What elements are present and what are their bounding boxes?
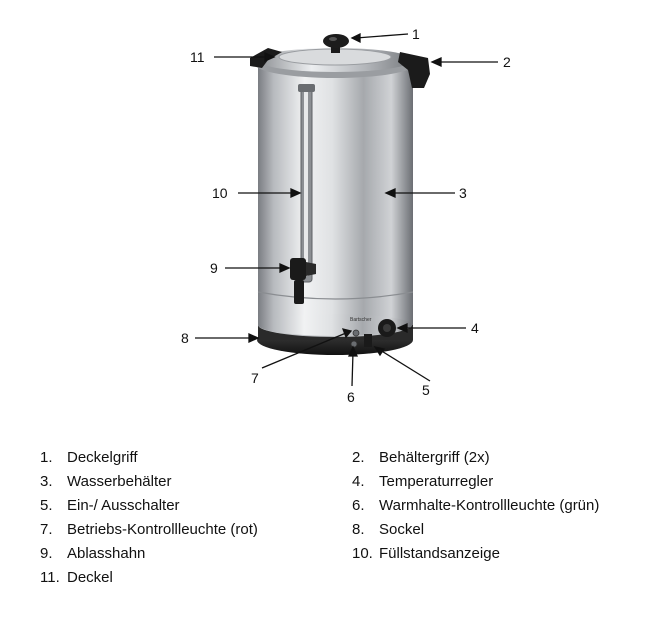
- legend-item: 2.Behältergriff (2x): [352, 449, 490, 466]
- callout-7: 7: [251, 370, 259, 386]
- control-panel: Bartscher: [350, 317, 396, 348]
- callout-5: 5: [422, 382, 430, 398]
- callout-1: 1: [412, 26, 420, 42]
- callout-11: 11: [190, 49, 205, 65]
- water-boiler-diagram: Bartscher 1 2 3 4 5 6 7 8 9: [181, 26, 511, 405]
- brand-badge: Bartscher: [350, 317, 372, 323]
- legend-item: 3.Wasserbehälter: [40, 473, 172, 490]
- water-tank: [257, 62, 414, 336]
- callout-3: 3: [459, 185, 467, 201]
- leader-lines: [195, 32, 498, 387]
- legend-item: 9.Ablasshahn: [40, 545, 146, 562]
- callout-9: 9: [210, 260, 218, 276]
- callout-8: 8: [181, 330, 189, 346]
- keep-warm-lamp-green: [350, 340, 358, 348]
- level-gauge: [298, 84, 315, 283]
- callout-2: 2: [503, 54, 511, 70]
- legend-item: 5.Ein-/ Ausschalter: [40, 497, 180, 514]
- callout-10: 10: [212, 185, 228, 201]
- lid: [255, 48, 415, 78]
- legend-item: 4.Temperaturregler: [352, 473, 494, 490]
- legend-item: 1.Deckelgriff: [40, 449, 138, 466]
- legend-item: 7.Betriebs-Kontrollleuchte (rot): [40, 521, 258, 538]
- legend-item: 10.Füllstandsanzeige: [352, 545, 500, 562]
- callout-6: 6: [347, 389, 355, 405]
- lid-knob: [323, 34, 349, 53]
- legend-item: 6.Warmhalte-Kontrollleuchte (grün): [352, 497, 600, 514]
- legend-item: 8.Sockel: [352, 521, 425, 538]
- power-switch[interactable]: [364, 334, 372, 347]
- operation-lamp-red: [352, 329, 360, 337]
- legend-item: 11.Deckel: [40, 569, 113, 586]
- parts-legend: 1.Deckelgriff 2.Behältergriff (2x) 3.Was…: [40, 448, 640, 598]
- callout-4: 4: [471, 320, 479, 336]
- drain-tap: [290, 258, 316, 304]
